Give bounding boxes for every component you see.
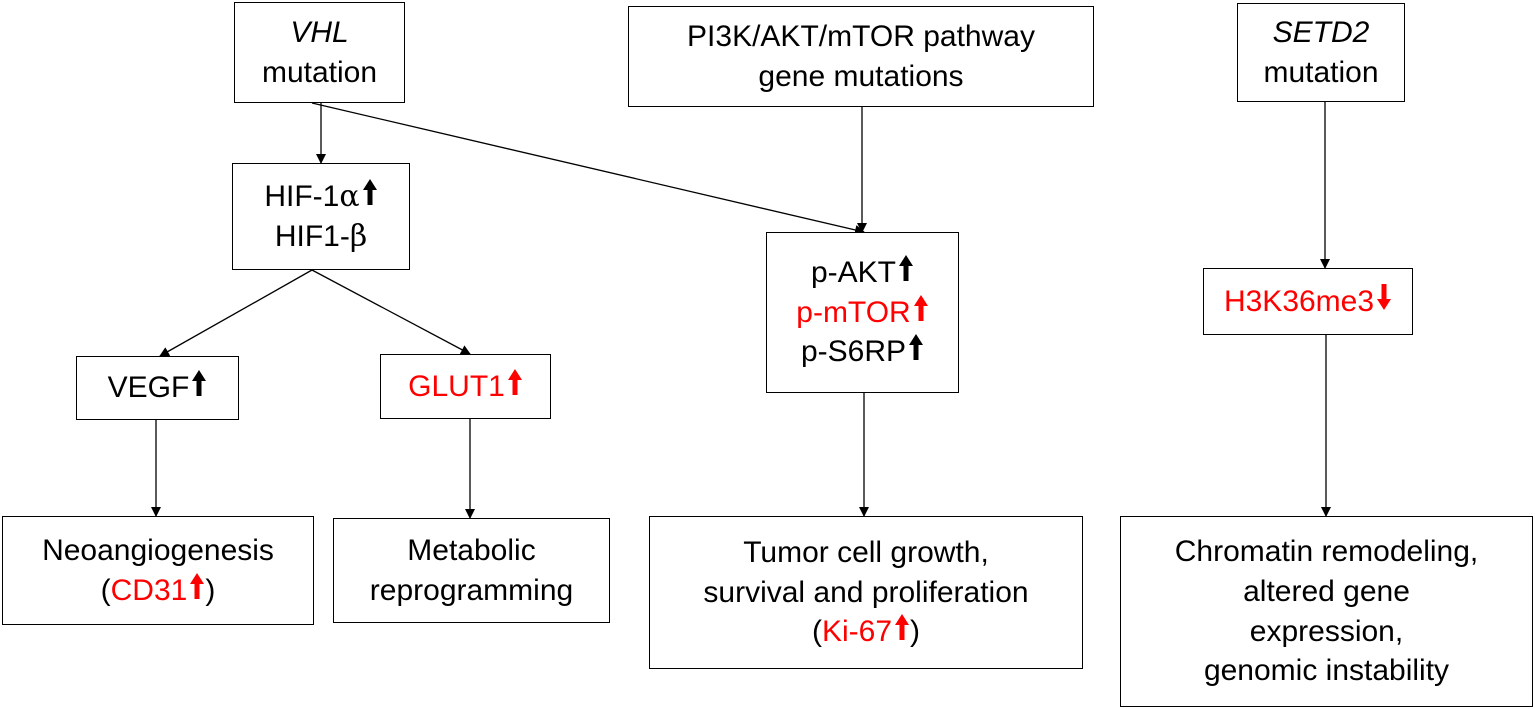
- hif1-alpha-prefix: HIF-1: [264, 179, 340, 213]
- metabolic-reprogramming-box: Metabolic reprogramming: [333, 518, 610, 623]
- chromatin-remodeling-box: Chromatin remodeling, altered gene expre…: [1120, 516, 1533, 707]
- arrow-up-icon: [894, 613, 910, 641]
- arrow-up-icon: [913, 294, 929, 322]
- edge-hif-to-glut: [311, 269, 471, 355]
- cd31-label: CD31: [110, 573, 188, 607]
- chromatin-line-2: altered gene: [1243, 574, 1410, 608]
- metabolic-line-1: Metabolic: [407, 533, 536, 567]
- pi3k-line-2: gene mutations: [758, 59, 964, 93]
- vegf-label: VEGF: [107, 371, 190, 405]
- tumor-growth-box: Tumor cell growth, survival and prolifer…: [649, 516, 1083, 669]
- h3k36me3-label: H3K36me3: [1223, 284, 1375, 318]
- ki67-label: Ki-67: [821, 615, 893, 649]
- beta-symbol: β: [349, 218, 368, 254]
- arrow-up-icon: [908, 333, 924, 361]
- setd2-gene-label: SETD2: [1272, 15, 1370, 49]
- setd2-mutation-box: SETD2 mutation: [1237, 3, 1405, 102]
- neoangiogenesis-box: Neoangiogenesis (CD31): [2, 516, 314, 625]
- edge-hif-to-vegf: [159, 269, 313, 357]
- chromatin-line-1: Chromatin remodeling,: [1174, 534, 1479, 568]
- phospho-akt-box: p-AKT p-mTOR p-S6RP: [766, 232, 959, 393]
- pi3k-pathway-box: PI3K/AKT/mTOR pathway gene mutations: [628, 6, 1094, 107]
- paren-close: ): [910, 615, 921, 649]
- paren-close: ): [205, 573, 216, 607]
- arrow-up-icon: [191, 369, 207, 397]
- hif1-beta-line: HIF1-β: [275, 217, 367, 257]
- glut1-label: GLUT1: [408, 369, 505, 403]
- pi3k-line-1: PI3K/AKT/mTOR pathway: [687, 19, 1035, 53]
- alpha-symbol: α: [339, 178, 360, 214]
- vegf-box: VEGF: [76, 356, 239, 420]
- arrow-up-icon: [507, 368, 523, 396]
- arrow-up-icon: [362, 178, 378, 206]
- metabolic-line-2: reprogramming: [369, 573, 574, 607]
- h3k36me3-box: H3K36me3: [1203, 268, 1413, 335]
- arrow-down-icon: [1376, 283, 1392, 311]
- chromatin-line-4: genomic instability: [1203, 654, 1450, 688]
- p-s6rp-line: p-S6RP: [801, 332, 924, 372]
- p-s6rp-label: p-S6RP: [800, 335, 907, 369]
- p-mtor-label: p-mTOR: [796, 295, 911, 329]
- arrow-up-icon: [898, 254, 914, 282]
- tumor-line-1: Tumor cell growth,: [743, 535, 989, 569]
- vhl-mutation-label: mutation: [261, 55, 378, 89]
- glut1-line: GLUT1: [408, 367, 523, 407]
- vegf-line: VEGF: [108, 368, 208, 408]
- chromatin-line-3: expression,: [1249, 614, 1404, 648]
- arrow-up-icon: [189, 572, 205, 600]
- p-akt-label: p-AKT: [810, 255, 897, 289]
- paren-open: (: [811, 615, 822, 649]
- hif1-alpha-line: HIF-1α: [264, 177, 377, 217]
- vhl-mutation-box: VHL mutation: [234, 2, 405, 103]
- tumor-line-2: survival and proliferation: [703, 575, 1029, 609]
- ki67-line: (Ki-67): [812, 612, 920, 652]
- h3k36me3-line: H3K36me3: [1224, 282, 1392, 322]
- glut1-box: GLUT1: [380, 354, 551, 419]
- edge-vhl-to-akt: [311, 102, 865, 235]
- cd31-line: (CD31): [100, 571, 216, 611]
- paren-open: (: [100, 573, 111, 607]
- hif1-beta-prefix: HIF1-: [274, 219, 350, 253]
- p-mtor-line: p-mTOR: [796, 293, 928, 333]
- p-akt-line: p-AKT: [811, 253, 914, 293]
- hif-box: HIF-1α HIF1-β: [232, 163, 410, 270]
- setd2-mutation-label: mutation: [1263, 55, 1379, 89]
- vhl-gene-label: VHL: [290, 15, 349, 49]
- neoangiogenesis-label: Neoangiogenesis: [42, 533, 274, 567]
